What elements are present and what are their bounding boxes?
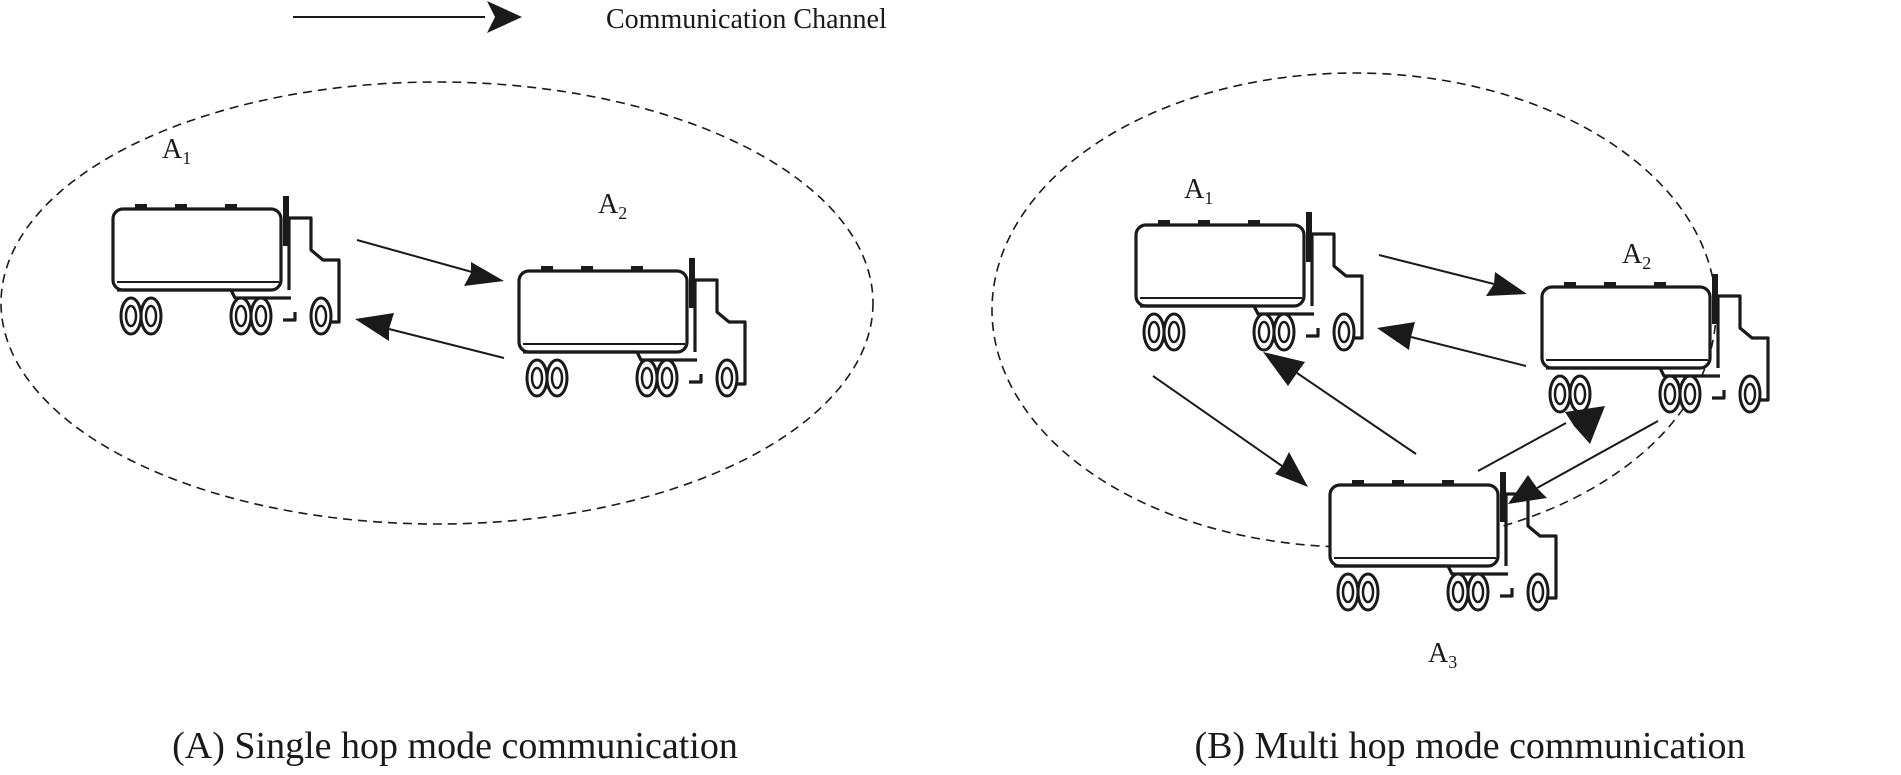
panel-a: A1 A2 (A) Single hop mode communication bbox=[0, 81, 874, 767]
legend-label: Communication Channel bbox=[606, 4, 887, 35]
tanker-truck-icon bbox=[1540, 272, 1770, 414]
panel-b-channel-a2-to-a1 bbox=[1377, 322, 1527, 367]
panel-a-agent-2-label: A2 bbox=[598, 189, 627, 223]
panel-b-channel-a3-to-a1 bbox=[1263, 352, 1417, 455]
panel-a-agent-1 bbox=[111, 194, 341, 336]
panel-b-caption: (B) Multi hop mode communication bbox=[1195, 725, 1746, 767]
panel-a-channel-a2-to-a1 bbox=[355, 313, 505, 359]
tanker-truck-icon bbox=[111, 194, 341, 336]
panel-b-channel-a1-to-a3 bbox=[1152, 375, 1308, 487]
panel-b-agent-1 bbox=[1134, 210, 1364, 352]
panel-b-agent-2 bbox=[1540, 272, 1770, 414]
tanker-truck-icon bbox=[1134, 210, 1364, 352]
panel-b-agent-2-label: A2 bbox=[1622, 239, 1651, 273]
tanker-truck-icon bbox=[517, 256, 747, 398]
panel-b: A1 A2 A3 bbox=[991, 72, 1770, 767]
panel-b-channel-a2-to-a3 bbox=[1508, 420, 1659, 504]
panel-a-caption: (A) Single hop mode communication bbox=[172, 725, 738, 767]
panel-b-agent-1-label: A1 bbox=[1184, 174, 1213, 208]
panel-b-agent-3-label: A3 bbox=[1428, 638, 1457, 672]
panel-a-agent-2 bbox=[517, 256, 747, 398]
legend-arrow-icon bbox=[293, 1, 522, 33]
legend: Communication Channel bbox=[293, 1, 887, 35]
panel-a-agent-1-label: A1 bbox=[162, 134, 191, 168]
panel-a-channel-a1-to-a2 bbox=[356, 239, 504, 286]
panel-b-channel-a3-to-a2 bbox=[1477, 406, 1605, 472]
panel-a-range-boundary bbox=[0, 81, 874, 525]
panel-b-channel-a1-to-a2 bbox=[1378, 254, 1527, 296]
